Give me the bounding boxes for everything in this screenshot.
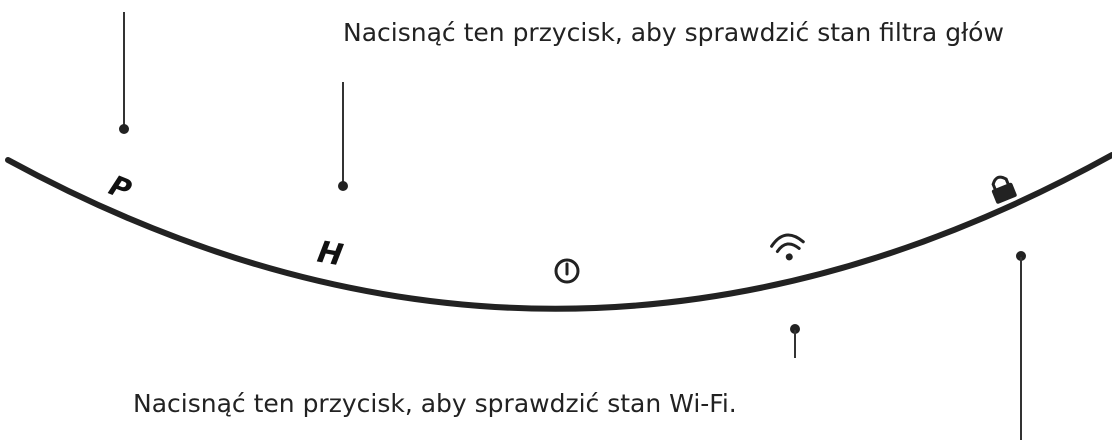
lock-icon [991,175,1017,204]
p-button-label: P [105,169,137,207]
power-icon [554,258,580,284]
h-leader-line [338,82,348,191]
p-leader-line [119,12,129,134]
panel-edge-curve [5,152,1112,312]
wifi-leader-line [790,324,800,358]
h-button-label: H [315,235,346,274]
lock-leader-line [1016,251,1026,440]
wifi-check-caption: Nacisnąć ten przycisk, aby sprawdzić sta… [133,389,737,418]
wifi-icon [770,233,805,261]
filter-check-caption: Nacisnąć ten przycisk, aby sprawdzić sta… [343,18,1004,47]
